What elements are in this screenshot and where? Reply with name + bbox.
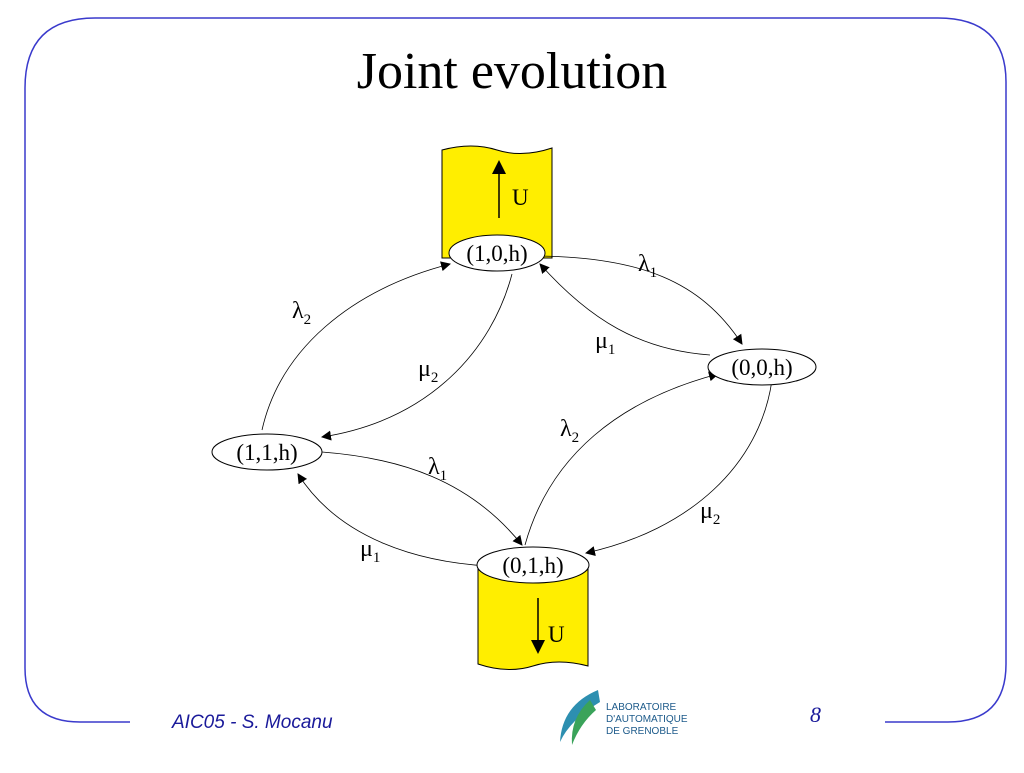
edge-label-mu2-left: μ2 bbox=[418, 356, 438, 386]
slide-title: Joint evolution bbox=[356, 43, 668, 100]
edge-10h-to-00h bbox=[539, 255, 743, 345]
node-1-0-h: (1,0,h) bbox=[448, 234, 546, 272]
edge-label-mu1-top: μ1 bbox=[595, 328, 615, 358]
node-0-0-h-label: (0,0,h) bbox=[731, 355, 792, 380]
logo-swoosh-icon-green bbox=[571, 700, 596, 745]
node-1-1-h: (1,1,h) bbox=[211, 433, 323, 471]
edge-00h-to-10h bbox=[539, 263, 711, 356]
logo-line2: D'AUTOMATIQUE bbox=[606, 714, 688, 725]
logo-line1: LABORATOIRE bbox=[606, 702, 677, 713]
edge-label-lambda2-right: λ2 bbox=[560, 416, 579, 446]
buffer-top-label: U bbox=[512, 185, 529, 210]
slide-frame bbox=[24, 17, 1007, 723]
edge-label-lambda1-bottom: λ1 bbox=[428, 454, 447, 484]
edge-00h-to-01h bbox=[585, 379, 773, 556]
buffer-top bbox=[441, 145, 553, 259]
node-1-0-h-label: (1,0,h) bbox=[466, 241, 527, 266]
buffer-bottom bbox=[477, 561, 589, 670]
node-0-0-h: (0,0,h) bbox=[707, 348, 817, 386]
lab-logo: LABORATOIRE D'AUTOMATIQUE DE GRENOBLE bbox=[560, 690, 688, 745]
node-0-1-h: (0,1,h) bbox=[476, 546, 590, 584]
logo-line3: DE GRENOBLE bbox=[606, 726, 679, 737]
node-1-1-h-label: (1,1,h) bbox=[236, 440, 297, 465]
page-number: 8 bbox=[810, 702, 821, 727]
edge-01h-to-11h bbox=[297, 473, 489, 567]
edge-label-mu2-right: μ2 bbox=[700, 498, 720, 528]
buffer-bottom-label: U bbox=[548, 622, 565, 647]
edge-label-lambda1-top: λ1 bbox=[638, 251, 657, 281]
edge-11h-to-10h bbox=[261, 261, 451, 431]
node-0-1-h-label: (0,1,h) bbox=[502, 553, 563, 578]
footer-author: AIC05 - S. Mocanu bbox=[172, 712, 333, 733]
edge-01h-to-00h bbox=[524, 371, 719, 546]
edge-11h-to-01h bbox=[321, 451, 523, 546]
edge-10h-to-11h bbox=[321, 273, 513, 441]
edge-label-lambda2-left: λ2 bbox=[292, 298, 311, 328]
edge-label-mu1-bottom: μ1 bbox=[360, 536, 380, 566]
